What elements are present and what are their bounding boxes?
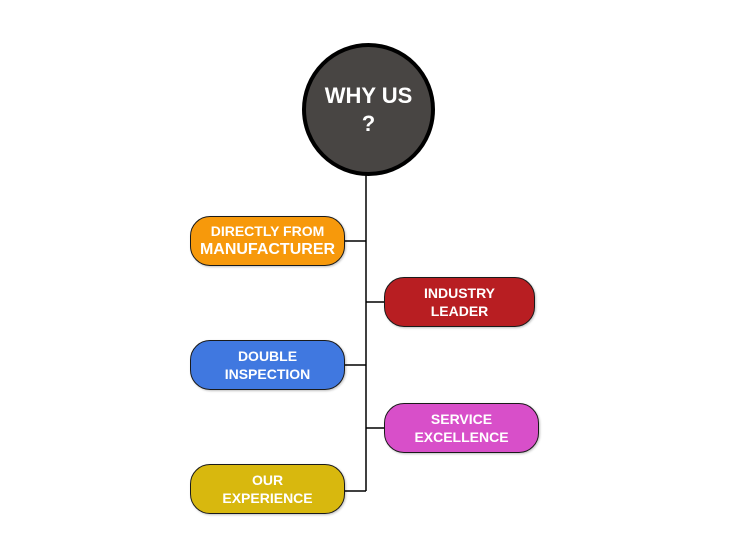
box-label-line2: MANUFACTURER (199, 241, 336, 258)
why-us-hub: WHY US ? (302, 43, 435, 176)
hub-title: WHY US (324, 82, 413, 108)
box-label-line1: INDUSTRY (423, 285, 496, 301)
box-label-line1: OUR (251, 472, 284, 488)
box-label-line2: EXCELLENCE (414, 429, 509, 445)
box-label-line2: EXPERIENCE (222, 490, 313, 506)
box-directly-from-manufacturer: DIRECTLY FROM MANUFACTURER (190, 216, 345, 266)
hub-question-mark: ? (361, 110, 376, 136)
box-industry-leader: INDUSTRY LEADER (384, 277, 535, 327)
box-our-experience: OUR EXPERIENCE (190, 464, 345, 514)
box-label-line2: LEADER (430, 303, 489, 319)
box-service-excellence: SERVICE EXCELLENCE (384, 403, 539, 453)
box-label-line1: DIRECTLY FROM (210, 223, 325, 239)
box-label-line2: INSPECTION (224, 366, 311, 382)
box-double-inspection: DOUBLE INSPECTION (190, 340, 345, 390)
box-label-line1: DOUBLE (237, 348, 298, 364)
box-label-line1: SERVICE (430, 411, 493, 427)
